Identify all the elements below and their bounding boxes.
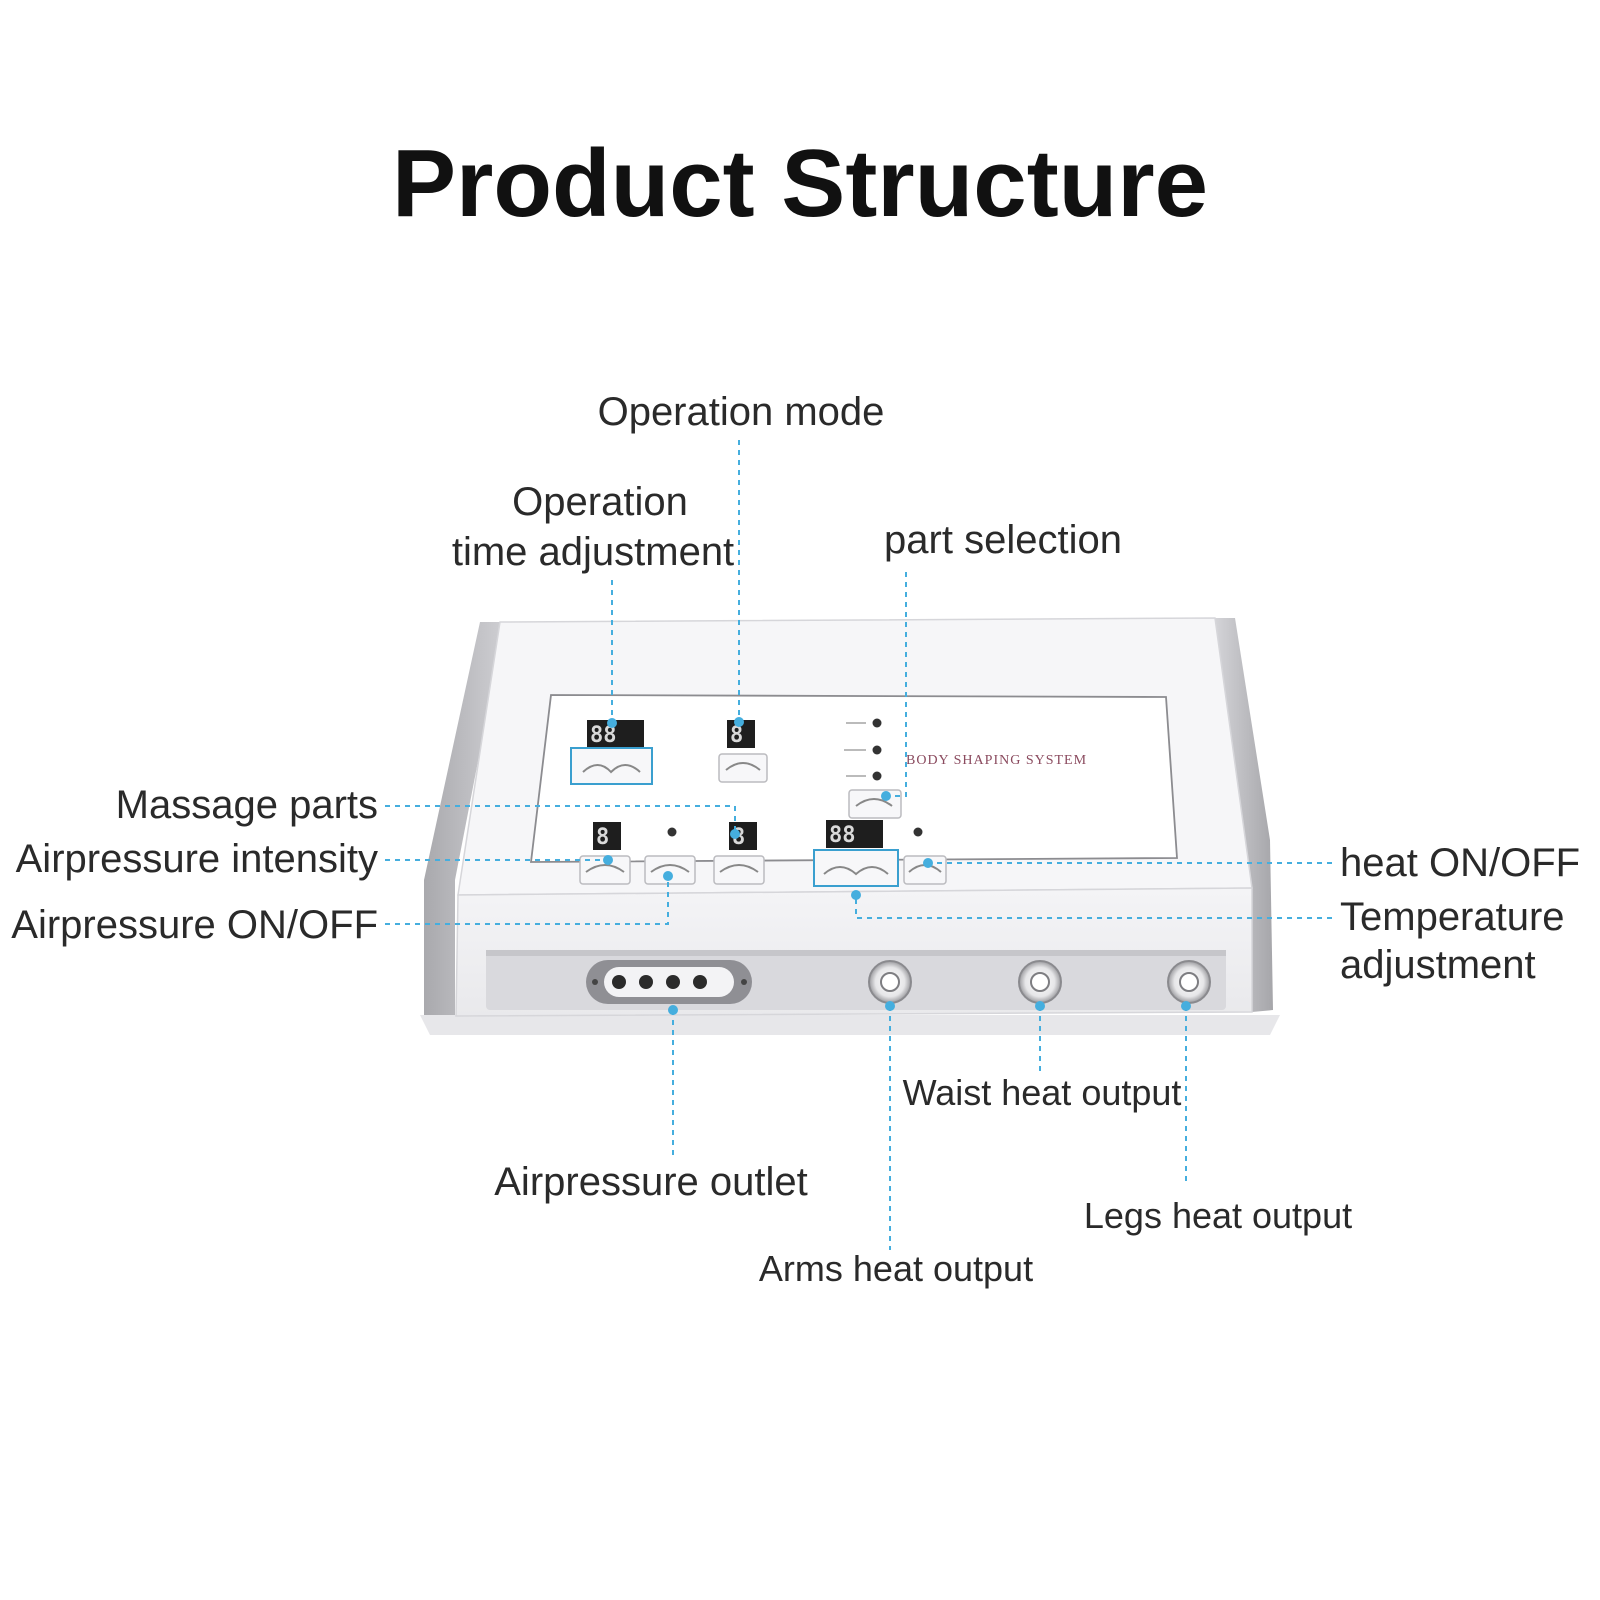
label-operation-time-line1: Operation — [512, 480, 688, 524]
label-massage-parts: Massage parts — [116, 783, 378, 827]
part-selection-button[interactable] — [848, 789, 902, 819]
temperature-display: 88 — [826, 820, 883, 848]
device-right-side — [1215, 618, 1273, 1012]
legs-heat-socket — [1167, 960, 1211, 1004]
label-airpressure-outlet: Airpressure outlet — [494, 1160, 807, 1204]
airpressure-outlet — [586, 960, 752, 1004]
leader-part-selection — [888, 572, 907, 797]
arms-heat-socket — [868, 960, 912, 1004]
airpressure-onoff-button[interactable] — [644, 855, 696, 885]
label-temperature-line1: Temperature — [1340, 895, 1565, 939]
leader-airpressure-onoff — [385, 877, 669, 925]
label-operation-mode: Operation mode — [598, 390, 885, 434]
part-selection-leds — [844, 718, 882, 781]
svg-text:88: 88 — [829, 823, 856, 848]
page-title: Product Structure — [392, 130, 1208, 237]
leader-temperature — [855, 896, 1332, 919]
label-airpressure-intensity: Airpressure intensity — [16, 837, 378, 881]
mode-display: 8 — [727, 720, 755, 748]
leader-massage-parts — [385, 805, 736, 833]
operation-mode-button[interactable] — [718, 753, 768, 783]
heat-led — [913, 827, 923, 837]
label-arms-heat-output: Arms heat output — [759, 1248, 1033, 1289]
label-legs-heat-output: Legs heat output — [1084, 1195, 1352, 1236]
intensity-display: 8 — [593, 822, 621, 850]
airpressure-led — [667, 827, 677, 837]
svg-text:8: 8 — [596, 825, 609, 850]
temperature-adjust-buttons[interactable] — [813, 849, 899, 887]
label-airpressure-onoff: Airpressure ON/OFF — [11, 903, 378, 947]
brand-text: BODY SHAPING SYSTEM — [906, 753, 1087, 768]
leader-lines — [385, 440, 1332, 1250]
label-waist-heat-output: Waist heat output — [903, 1072, 1182, 1113]
massage-parts-button[interactable] — [713, 855, 765, 885]
label-operation-time-line2: time adjustment — [452, 530, 734, 574]
label-temperature-line2: adjustment — [1340, 943, 1536, 987]
label-part-selection: part selection — [884, 518, 1122, 562]
svg-text:8: 8 — [730, 723, 743, 748]
heat-onoff-button[interactable] — [903, 855, 947, 885]
label-heat-onoff: heat ON/OFF — [1340, 841, 1580, 885]
waist-heat-socket — [1018, 960, 1062, 1004]
time-adjust-buttons[interactable] — [570, 747, 653, 785]
